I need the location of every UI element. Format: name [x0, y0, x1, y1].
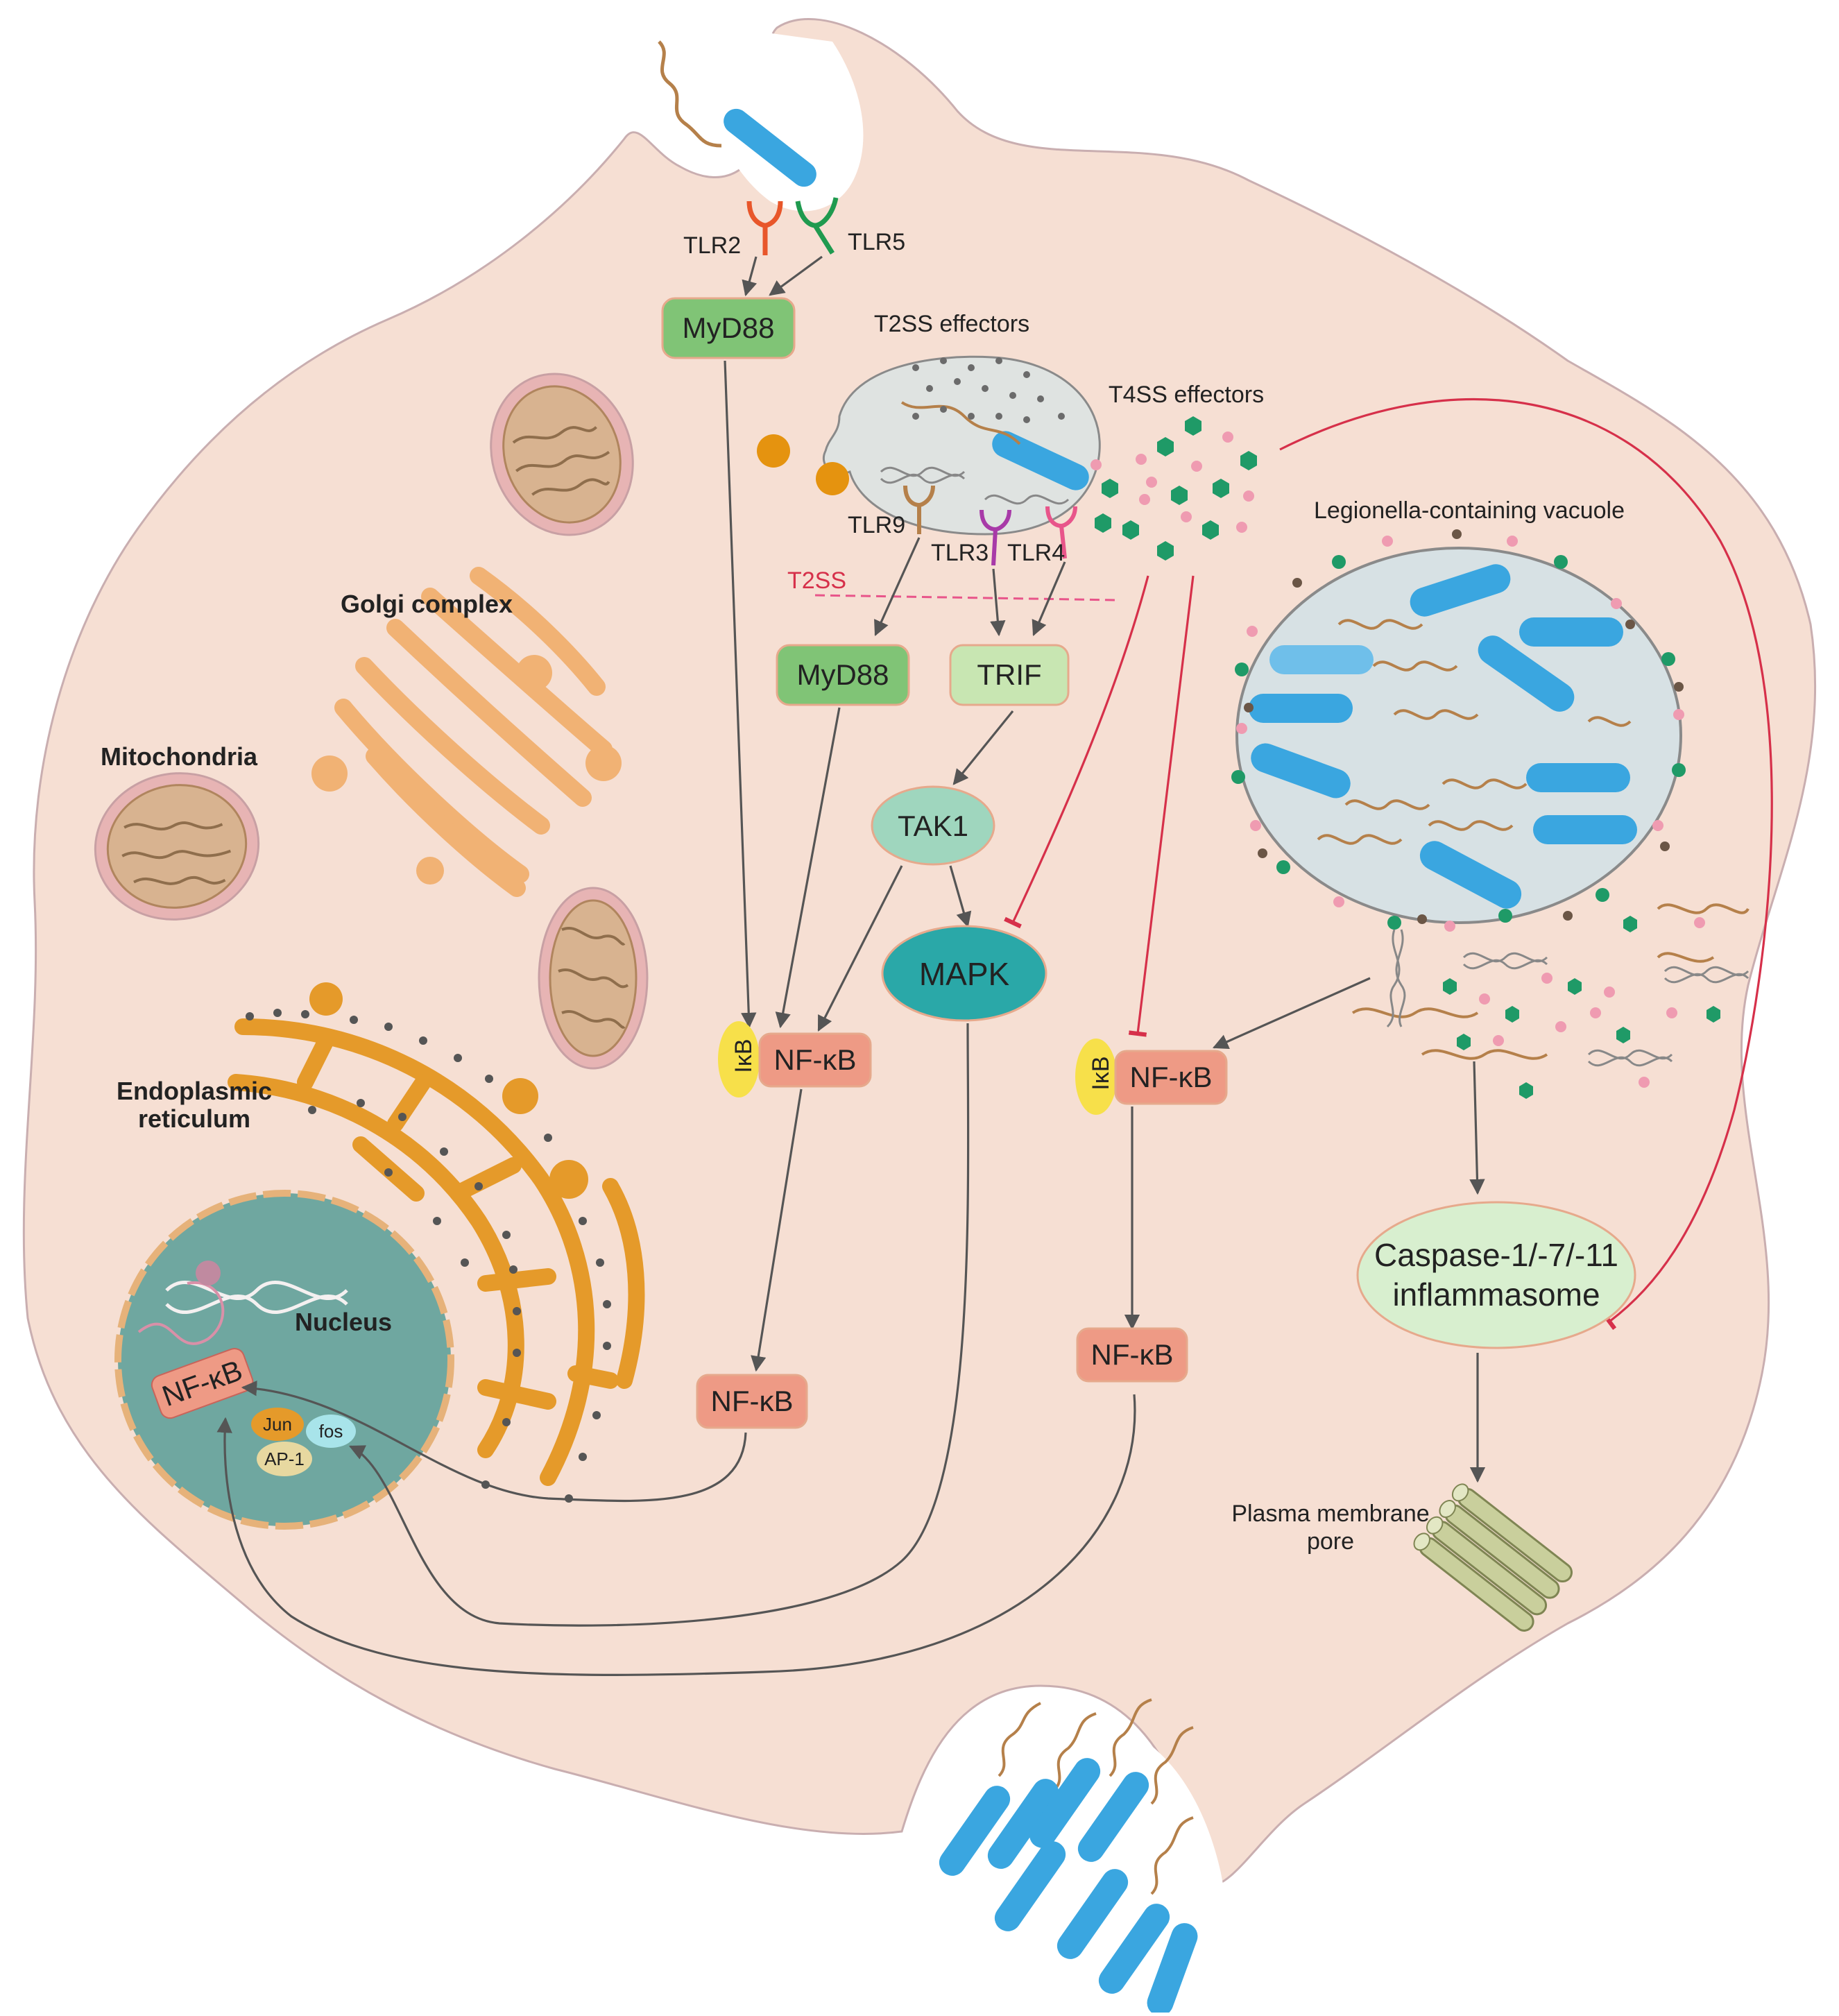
t2ss-effectors-label: T2SS effectors	[874, 311, 1029, 337]
endoplasmic-reticulum-icon	[228, 1018, 645, 1486]
arrow-tlr4-trif	[1032, 561, 1066, 637]
mitochondrion-icon	[490, 373, 634, 536]
tlr5-receptor-icon	[795, 197, 839, 255]
t2ss-secreted-dots	[912, 357, 1065, 423]
arrow-tlr5-myd88	[769, 255, 823, 296]
golgi-label: Golgi complex	[341, 590, 513, 618]
nfkb-free-left-label: NF-κB	[711, 1385, 794, 1417]
top-invagination	[680, 21, 864, 212]
fos-label: fos	[319, 1421, 343, 1442]
released-effectors	[1351, 903, 1750, 1099]
arrow-tlr3-trif	[990, 568, 1006, 637]
t2ss-dashed-line	[814, 594, 1118, 601]
inhibit-inflammasome	[1279, 398, 1773, 1331]
arrow-tak1-nfkb	[817, 865, 903, 1032]
tlr2-receptor-icon	[746, 200, 783, 255]
extracellular-bacteria-bottom	[939, 1698, 1198, 2016]
myd88-top-label: MyD88	[682, 311, 774, 344]
ap1-label: AP-1	[264, 1449, 305, 1469]
tlr3-receptor-icon	[980, 509, 1011, 566]
arrow-tlr2-myd88	[742, 256, 758, 297]
caspase-label-line1: Caspase-1/-7/-11	[1374, 1237, 1618, 1273]
er-label-line2: reticulum	[138, 1104, 250, 1133]
tlr5-label: TLR5	[848, 229, 905, 255]
er-vesicles	[309, 982, 588, 1199]
ap1-node: AP-1	[257, 1442, 312, 1476]
tak1-label: TAK1	[898, 810, 968, 842]
caspase-label-line2: inflammasome	[1392, 1276, 1600, 1313]
nfkb-free-right-node: NF-κB	[1076, 1327, 1188, 1383]
arrow-mapk-to-ap1	[348, 1023, 970, 1627]
myd88-top-node: MyD88	[661, 297, 796, 359]
nfkb-right-node: NF-κB	[1114, 1050, 1228, 1105]
mapk-node: MAPK	[881, 925, 1047, 1022]
mapk-label: MAPK	[919, 956, 1010, 992]
inhibit-nfkb-right	[1128, 575, 1195, 1037]
er-label-line1: Endoplasmic	[117, 1077, 272, 1105]
tlr9-label: TLR9	[848, 512, 905, 538]
er-ribosomes	[246, 1009, 611, 1503]
tak1-node: TAK1	[871, 785, 995, 866]
jun-label: Jun	[263, 1414, 292, 1435]
legionella-containing-vacuole-icon	[1235, 547, 1682, 924]
arrow-lcv-nfkb-right	[1212, 977, 1371, 1050]
pore-label-line2: pore	[1307, 1528, 1354, 1555]
mitochondrion-icon	[94, 772, 260, 921]
tlr4-receptor-icon	[1045, 506, 1077, 559]
ikb-left-label: IκB	[730, 1039, 757, 1073]
nfkb-left-label: NF-κB	[774, 1043, 857, 1076]
arrow-nfkb-to-nucleus-1	[241, 1381, 747, 1503]
caspase-inflammasome-node: Caspase-1/-7/-11 inflammasome	[1356, 1201, 1636, 1349]
arrow-effectors-caspase	[1469, 1061, 1485, 1195]
orange-particles	[757, 434, 849, 495]
t4ss-effector-dots	[1090, 416, 1257, 561]
mitochondrion-icon	[538, 887, 649, 1070]
nfkb-left-node: NF-κB	[758, 1032, 872, 1088]
tlr3-label: TLR3	[931, 540, 989, 566]
nfkb-free-left-node: NF-κB	[696, 1374, 808, 1429]
extracellular-bacterium-top	[658, 40, 816, 187]
nucleus-label: Nucleus	[295, 1308, 392, 1336]
tlr9-receptor-icon	[903, 485, 935, 534]
arrow-trif-tak1	[952, 710, 1014, 785]
tlr2-label: TLR2	[683, 232, 741, 259]
t2ss-vacuole-icon	[823, 355, 1101, 536]
nfkb-right-label: NF-κB	[1130, 1061, 1213, 1093]
nfkb-free-right-label: NF-κB	[1091, 1338, 1174, 1371]
t2ss-label: T2SS	[787, 567, 846, 594]
arrow-nfkb-right-to-nucleus	[216, 1394, 1136, 1676]
myd88-mid-label: MyD88	[796, 658, 889, 691]
lcv-membrane-dots	[1231, 529, 1686, 932]
fos-node: fos	[306, 1415, 356, 1448]
arrow-myd88mid-nfkb	[775, 707, 841, 1029]
ikb-right-node: IκB	[1075, 1039, 1117, 1115]
arrow-nfkb-release-left	[751, 1088, 803, 1372]
nucleus-icon	[114, 1190, 454, 1530]
inhibit-mapk	[1004, 575, 1149, 929]
trif-node: TRIF	[949, 644, 1070, 706]
lcv-label: Legionella-containing vacuole	[1314, 497, 1625, 524]
tlr4-label: TLR4	[1007, 540, 1065, 566]
myd88-mid-node: MyD88	[776, 644, 910, 706]
mitochondria-label: Mitochondria	[101, 742, 258, 771]
arrow-tak1-mapk	[949, 865, 972, 928]
pore-label-line1: Plasma membrane	[1231, 1501, 1429, 1527]
golgi-vesicles	[311, 655, 622, 885]
arrow-tlr9-myd88	[874, 537, 921, 637]
jun-node: Jun	[251, 1408, 304, 1441]
ikb-right-label: IκB	[1088, 1056, 1114, 1090]
plasma-membrane-pore-icon	[1413, 1483, 1573, 1632]
ikb-left-node: IκB	[718, 1021, 760, 1097]
arrow-myd88top-nfkb	[724, 360, 757, 1029]
t4ss-effectors-label: T4SS effectors	[1109, 382, 1264, 408]
trif-label: TRIF	[977, 658, 1041, 691]
